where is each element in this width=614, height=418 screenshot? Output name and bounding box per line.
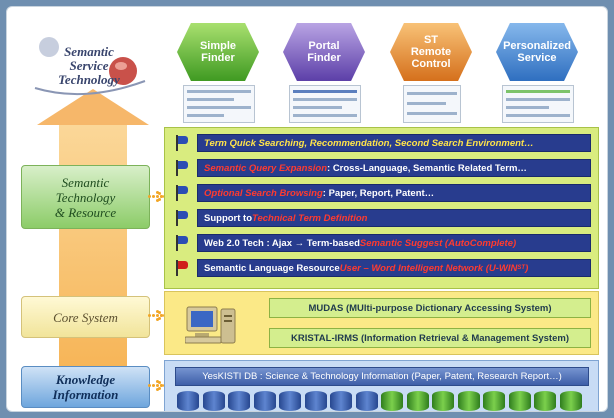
flag-icon [175,185,189,201]
semantic-feature-row: Term Quick Searching, Recommendation, Se… [197,134,591,152]
yeskisti-db-bar: YesKISTI DB : Science & Technology Infor… [175,367,589,386]
flag-icon [175,210,189,226]
service-label-line-3: Control [411,58,451,70]
core-row-mudas: MUDAS (MUlti-purpose Dictionary Accessin… [269,298,591,318]
semantic-row-text: User – Word Intelligent Network (U-WIN [339,262,518,274]
layer-label-core-system: Core System [21,296,150,338]
database-icon [177,391,199,411]
core-system-panel: MUDAS (MUlti-purpose Dictionary Accessin… [164,291,599,355]
semantic-row-text: ) [525,262,529,274]
database-icon [508,391,531,411]
layer-label-line-1: Knowledge [55,372,116,387]
semantic-row-text: : Cross-Language, Semantic Related Term… [327,162,527,174]
service-label-line-1: Personalized [503,40,571,52]
service-label-line-1: Simple [199,40,237,52]
flag-icon [175,260,189,276]
semantic-service-technology-logo: Semantic Service Technology [25,33,155,103]
computer-icon [185,306,236,344]
flag-icon [175,160,189,176]
service-label-line-1: ST [423,34,439,46]
simple-finder-screenshot-thumbnail [183,85,255,123]
logo-line-2: Service [69,58,109,73]
st-remote-control-screenshot-thumbnail [403,85,461,123]
layer-label-line-2: Information [52,387,119,402]
service-label-line-2: Remote [410,46,452,58]
semantic-row-text: Technical Term Definition [252,212,368,224]
service-label-line-1: Portal [308,40,340,52]
database-icon [406,391,429,411]
personalized-service-screenshot-thumbnail [502,85,574,123]
semantic-row-text: Semantic Suggest (AutoComplete) [359,237,517,249]
layer-label-line-1: Semantic [61,174,110,190]
database-icon [559,391,582,411]
core-row-kristal-irms: KRISTAL-IRMS (Information Retrieval & Ma… [269,328,591,348]
database-icon [228,391,250,411]
semantic-row-text: ST [517,265,526,271]
database-icon [432,391,454,411]
database-icon [483,391,505,411]
logo-line-3: Technology [58,72,120,87]
database-icon [534,391,556,411]
semantic-row-text: Semantic Language Resource [204,262,340,274]
semantic-row-text: Support to [204,212,253,224]
database-icon [355,391,378,411]
service-label-line-2: Service [517,52,557,64]
upward-arrow-head [37,89,149,125]
semantic-row-text: : Paper, Report, Patent… [322,187,435,199]
database-icon [381,391,403,411]
semantic-feature-row: Semantic Language Resource User – Word I… [197,259,591,277]
logo-line-1: Semantic [64,44,114,59]
semantic-feature-row: Web 2.0 Tech : Ajax → Term-based Semanti… [197,234,591,252]
database-icon [330,391,352,411]
semantic-technology-panel: Term Quick Searching, Recommendation, Se… [164,127,599,289]
database-icon [279,391,301,411]
layer-label-line-3: & Resource [54,204,117,220]
service-label-line-2: Finder [201,52,235,64]
semantic-feature-row: Support to Technical Term Definition [197,209,591,227]
database-icon [304,391,327,411]
semantic-row-text: Term Quick Searching, Recommendation, Se… [204,137,534,149]
database-icon [202,391,225,411]
semantic-feature-row: Semantic Query Expansion : Cross-Languag… [197,159,591,177]
service-label-line-2: Finder [307,52,341,64]
database-icon [253,391,276,411]
database-icon [457,391,480,411]
semantic-row-text: Optional Search Browsing [204,187,323,199]
upward-arrow-shaft [59,119,127,404]
semantic-row-text: Semantic Query Expansion [204,162,328,174]
knowledge-information-panel: YesKISTI DB : Science & Technology Infor… [164,360,599,411]
portal-finder-screenshot-thumbnail [289,85,361,123]
flag-icon [175,235,189,251]
logo-graphic-icon [34,37,146,96]
flag-icon [175,135,189,151]
layer-label-line-2: Technology [55,189,116,205]
semantic-feature-row: Optional Search Browsing : Paper, Report… [197,184,591,202]
semantic-row-text: Web 2.0 Tech : Ajax → Term-based [204,237,360,249]
